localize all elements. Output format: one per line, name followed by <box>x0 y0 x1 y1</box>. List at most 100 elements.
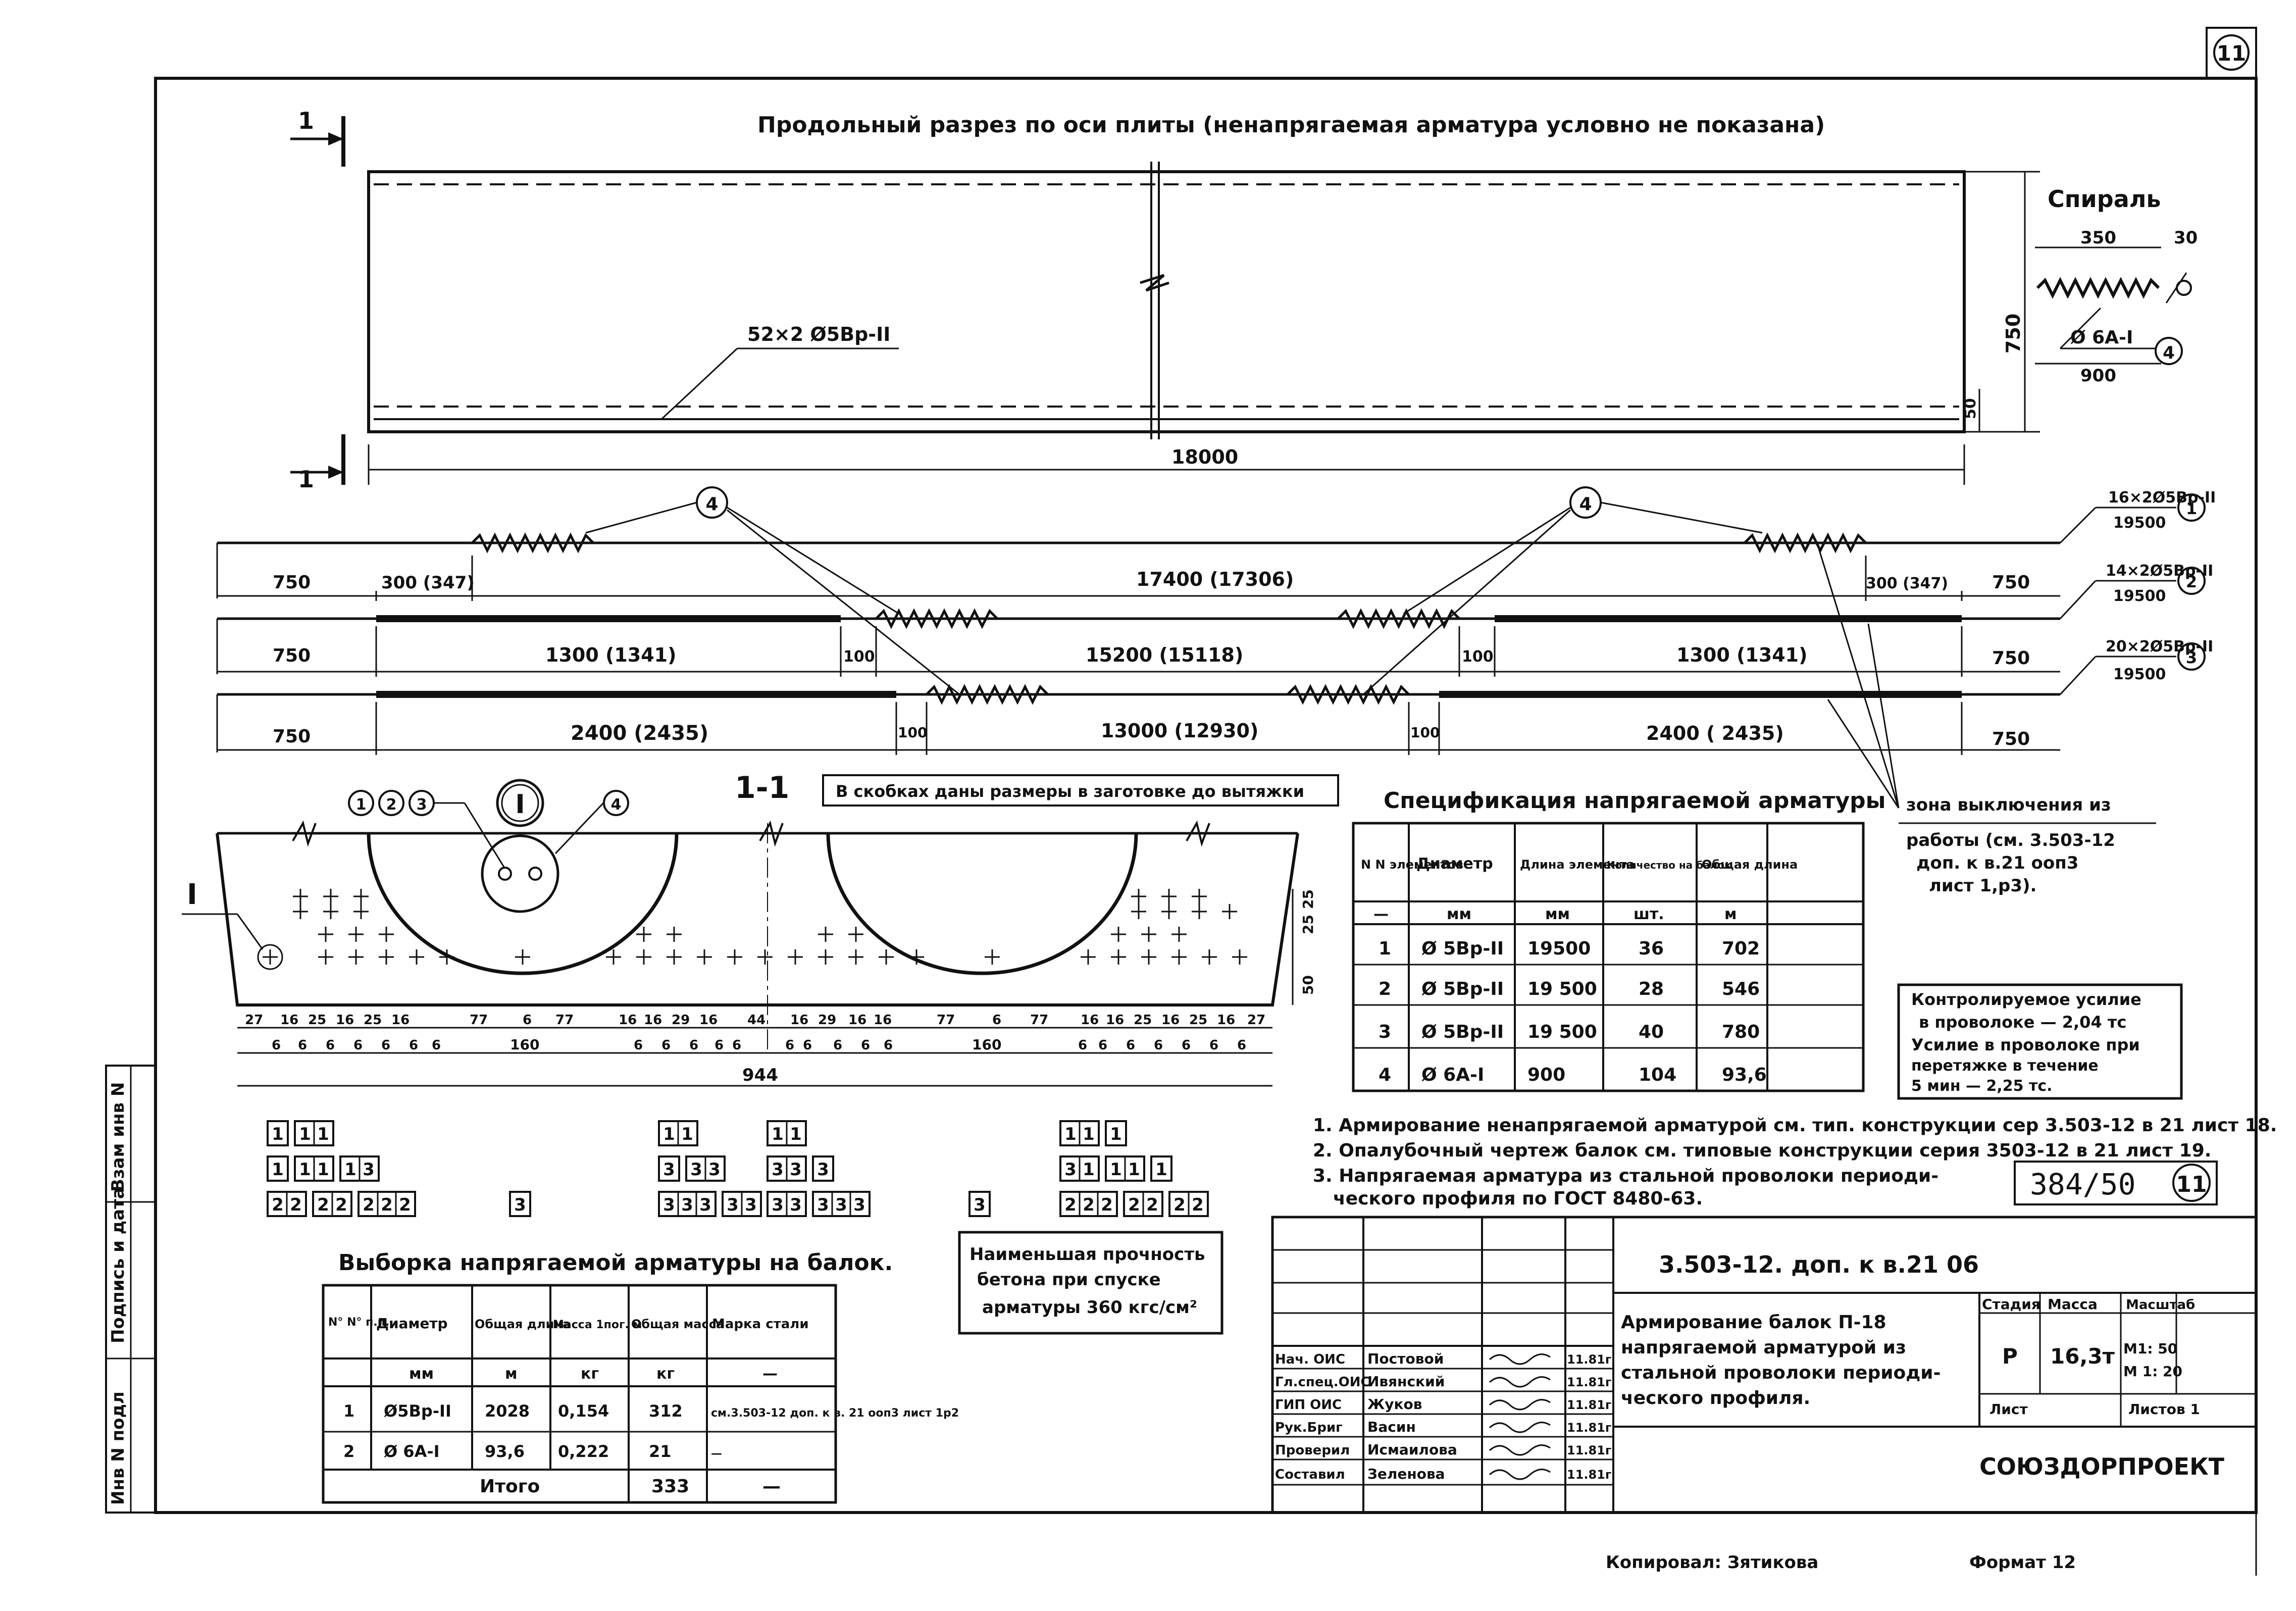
cs-six-15: 6 <box>861 1038 870 1053</box>
spec-cell: 19500 <box>1527 938 1591 959</box>
cs-six-1: 6 <box>298 1038 307 1053</box>
cs-six-3: 6 <box>353 1038 363 1053</box>
cs-six-23: 6 <box>1237 1038 1246 1053</box>
bar-3-length: 19500 <box>2113 666 2166 683</box>
scheme-digit: 3 <box>363 1160 375 1180</box>
scheme-digit: 1 <box>1083 1124 1095 1144</box>
sel-header-5: Марка стали <box>712 1317 809 1332</box>
cs-dim-21: 16 <box>1081 1013 1099 1028</box>
bar-3-dim-1: 2400 (2435) <box>571 722 708 745</box>
cs-dim-13: 44 <box>747 1013 766 1028</box>
scheme-box <box>812 1155 834 1182</box>
scheme-digit: 1 <box>1128 1160 1140 1180</box>
sel-unit-1: мм <box>409 1365 434 1383</box>
signer-date: 11.81г <box>1567 1398 1611 1412</box>
cs-six-22: 6 <box>1209 1038 1218 1053</box>
strength-line-0: Наименьшая прочность <box>970 1244 1205 1265</box>
scheme-digit: 3 <box>772 1195 784 1215</box>
section-marker-top: 1 <box>298 107 314 134</box>
bar-2-spiral-left <box>875 608 998 629</box>
doc-code-box <box>2014 1161 2218 1205</box>
scheme-box <box>658 1191 717 1217</box>
scheme-box <box>968 1191 991 1217</box>
cs-dim-10: 16 <box>644 1013 662 1028</box>
scheme-digit: 3 <box>708 1160 721 1180</box>
scheme-digit: 3 <box>745 1195 757 1215</box>
spiral-dim-len: 350 <box>2080 228 2116 248</box>
strength-line-1: бетона при спуске <box>977 1270 1161 1290</box>
tb-code: 3.503-12. доп. к в.21 06 <box>1659 1251 1979 1278</box>
cs-dim-5: 16 <box>391 1013 410 1028</box>
scheme-digit: 3 <box>790 1195 802 1215</box>
spiral-dim-end: 30 <box>2174 228 2198 248</box>
bar-2-label: 14×2Ø5Вр-II <box>2106 562 2213 580</box>
scheme-digit: 3 <box>835 1195 847 1215</box>
bar-1-dim-4: 750 <box>1992 572 2030 593</box>
scheme-digit: 2 <box>1146 1195 1158 1215</box>
scheme-digit: 3 <box>681 1195 693 1215</box>
detail-I-pointer: I <box>187 878 197 911</box>
scheme-digit: 3 <box>699 1195 711 1215</box>
scheme-digit: 3 <box>790 1160 802 1180</box>
left-strip-sign: Подпись и дата <box>108 1187 128 1343</box>
scheme-box <box>509 1191 531 1217</box>
sel-cell: см.3.503-12 доп. к в. 21 ооп3 лист 1р2 <box>711 1407 959 1420</box>
note-1: 2. Опалубочный чертеж балок см. типовые … <box>1313 1140 2211 1161</box>
sheet-number: 11 <box>2217 41 2246 66</box>
cs-dim-12: 16 <box>699 1013 718 1028</box>
spec-cell: 19 500 <box>1527 979 1597 999</box>
cs-dim-3: 16 <box>336 1013 354 1028</box>
bar-1-dim-1: 300 (347) <box>381 573 475 593</box>
scheme-digit: 3 <box>853 1195 865 1215</box>
scheme-digit: 3 <box>727 1195 739 1215</box>
cs-dim-23: 25 <box>1134 1013 1152 1028</box>
cs-six-17: 6 <box>1078 1038 1087 1053</box>
cs-dim-7: 6 <box>523 1013 532 1028</box>
spec-cell: 104 <box>1639 1065 1676 1085</box>
sel-cell: 1 <box>343 1401 354 1421</box>
signature-mark <box>1489 1444 1551 1456</box>
control-line-3: перетяжке в течение <box>1911 1057 2099 1075</box>
signature-mark <box>1489 1353 1551 1365</box>
scheme-digit: 1 <box>299 1160 311 1180</box>
spiral-callout-right: 4 <box>1579 494 1592 515</box>
bar-3-dim-2: 100 <box>898 724 927 741</box>
spec-header-3: Количество на балок <box>1607 859 1731 871</box>
spiral-mark: 4 <box>2163 343 2175 363</box>
detail-I-circle <box>481 834 559 913</box>
cs-side-dim-0: 25 <box>1300 889 1316 909</box>
cs-dim-total: 944 <box>742 1065 778 1085</box>
tb-sheets-label: Листов 1 <box>2128 1401 2200 1418</box>
scheme-box <box>1105 1120 1127 1146</box>
spec-cell: 3 <box>1379 1022 1391 1042</box>
bar-3-label: 20×2Ø5Вр-II <box>2106 638 2213 656</box>
cs-six-18: 6 <box>1098 1038 1107 1053</box>
spec-cell: 19 500 <box>1527 1022 1597 1042</box>
title-block <box>1271 1216 2258 1514</box>
spec-cell: 900 <box>1527 1065 1565 1085</box>
bar-2-dim-4: 100 <box>1462 648 1494 666</box>
bar-3-dim-3: 13000 (12930) <box>1101 720 1258 742</box>
bar-2-dim-3: 15200 (15118) <box>1086 644 1243 666</box>
section-marker-bottom: 1 <box>298 466 314 493</box>
sel-cell: Ø5Вр-II <box>384 1401 451 1421</box>
bar-3-dim-6: 750 <box>1992 729 2030 749</box>
bar-2-dim-2: 100 <box>843 648 875 666</box>
spec-unit-2: мм <box>1545 905 1570 923</box>
tb-title-3: ческого профиля. <box>1621 1388 1810 1408</box>
spec-cell: 40 <box>1639 1022 1664 1042</box>
scheme-digit: 1 <box>1110 1124 1122 1144</box>
sel-header-1: Диаметр <box>376 1315 448 1332</box>
note-3: ческого профиля по ГОСТ 8480-63. <box>1333 1188 1703 1209</box>
bar-3-spiral-right <box>1287 684 1410 705</box>
scheme-digit: 2 <box>1128 1195 1140 1215</box>
cs-dim-16: 16 <box>848 1013 866 1028</box>
wire-pattern <box>263 889 1247 965</box>
plate-cover-dim: 50 <box>1962 398 1979 419</box>
scheme-digit: 2 <box>399 1195 411 1215</box>
tb-title-1: напрягаемой арматурой из <box>1621 1337 1906 1358</box>
bar-2-spiral-right <box>1337 608 1460 629</box>
sel-header-3: Масса 1пог. м <box>553 1319 642 1331</box>
bar-1-length: 19500 <box>2113 514 2166 532</box>
